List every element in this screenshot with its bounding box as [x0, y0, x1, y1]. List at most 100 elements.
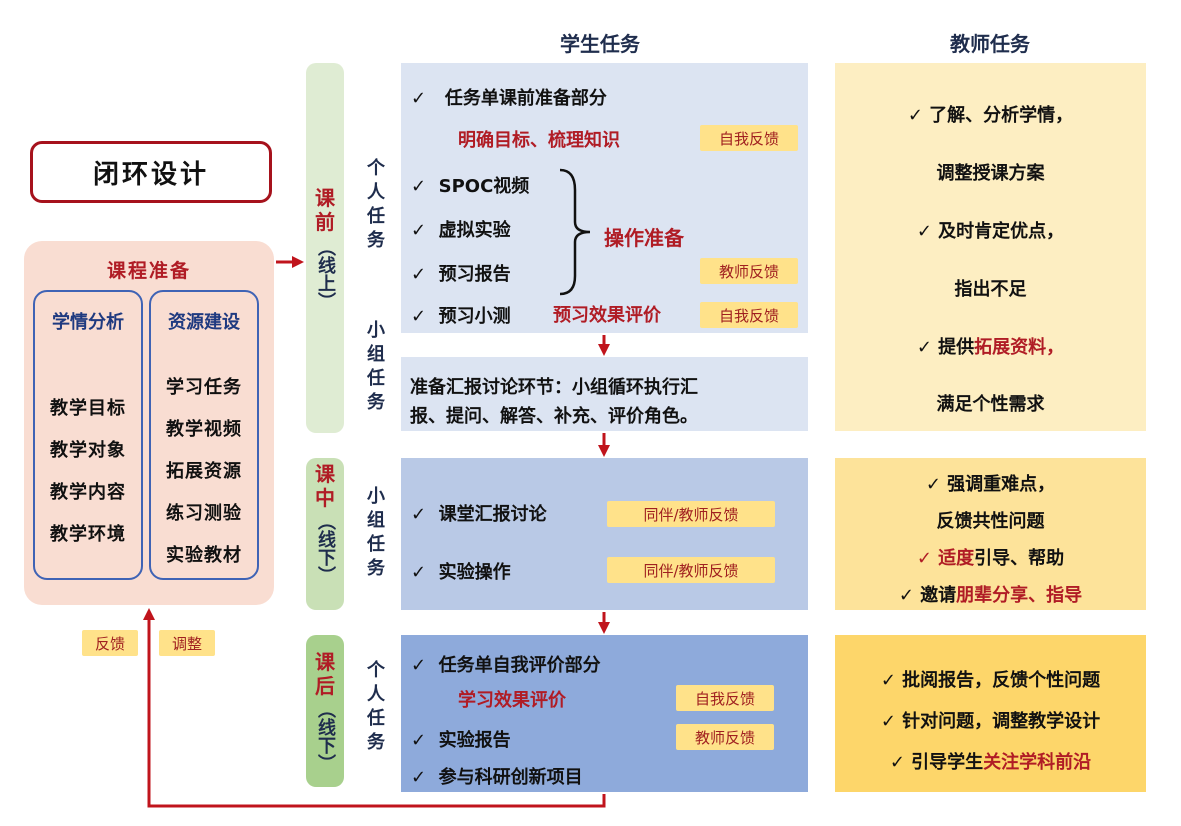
student-tasks-header: 学生任务 — [560, 32, 640, 56]
pre-stage-name-1: 课 — [315, 186, 335, 210]
course-preparation-title: 课程准备 — [106, 260, 191, 282]
pre-item-quiz: ✓ 预习小测 — [411, 302, 511, 328]
in-stage-name-1: 课 — [315, 462, 335, 486]
check-icon: ✓ — [411, 88, 427, 109]
learning-analysis-head: 学情分析 — [52, 312, 124, 333]
in-stage-mode: （线下） — [315, 512, 336, 584]
pre-self-feedback-tag-2: 自我反馈 — [700, 302, 798, 328]
pre-item-virtual: ✓ 虚拟实验 — [411, 216, 511, 242]
teacher-pre-personal-needs: 满足个性需求 — [936, 394, 1045, 415]
prep-right-item: 拓展资源 — [166, 461, 242, 482]
resource-building-column — [149, 290, 259, 580]
pre-stage-name-2: 前 — [315, 210, 335, 234]
in-class-student-panel — [401, 458, 808, 610]
pre-group-line-1: 准备汇报讨论环节：小组循环执行汇 — [410, 377, 698, 398]
in-stage-name-2: 中 — [315, 486, 335, 510]
in-peer-teacher-feedback-tag-1: 同伴/教师反馈 — [607, 501, 775, 527]
teacher-in-line-4: ✓ 邀请朋辈分享、指导 — [835, 581, 1146, 607]
teacher-in-moderate: ✓ 适度 — [916, 548, 975, 569]
prep-left-item: 教学内容 — [50, 482, 126, 503]
teacher-pre-extended-resources: 拓展资料， — [974, 337, 1065, 358]
post-class-student-panel — [401, 635, 808, 792]
post-item-research: ✓ 参与科研创新项目 — [411, 763, 583, 789]
post-stage-mode: （线下） — [315, 700, 336, 772]
teacher-in-panel — [835, 458, 1146, 610]
check-icon: ✓ — [411, 562, 427, 583]
post-teacher-feedback-tag: 教师反馈 — [676, 724, 774, 750]
resource-building-head: 资源建设 — [168, 312, 240, 333]
teacher-post-line: ✓ 批阅报告，反馈个性问题 — [880, 670, 1101, 691]
research-project-text: 参与科研创新项目 — [438, 767, 583, 788]
prep-left-item: 教学对象 — [50, 440, 126, 461]
preview-quiz-text: 预习小测 — [438, 306, 511, 327]
virtual-experiment-text: 虚拟实验 — [438, 220, 511, 241]
teacher-in-guide: 引导、帮助 — [974, 548, 1065, 569]
teacher-pre-line: ✓ 了解、分析学情， — [907, 105, 1074, 126]
prep-right-item: 学习任务 — [166, 377, 242, 398]
pre-self-feedback-tag: 自我反馈 — [700, 125, 798, 151]
pre-group-line-2: 报、提问、解答、补充、评价角色。 — [410, 406, 698, 427]
post-class-stage — [306, 635, 344, 787]
preview-eval-text: 预习效果评价 — [553, 305, 661, 326]
teacher-in-line-3: ✓ 适度引导、帮助 — [835, 544, 1146, 570]
pre-class-group-panel — [401, 357, 808, 431]
operation-prep-brace — [559, 168, 591, 296]
experiment-operation-text: 实验操作 — [438, 562, 511, 583]
loop-feedback-tag: 反馈 — [82, 630, 138, 656]
post-stage-name-2: 后 — [315, 674, 335, 698]
teacher-post-line-3: ✓ 引导学生关注学科前沿 — [835, 748, 1146, 774]
pre-item-spoc: ✓ SPOC视频 — [411, 172, 529, 198]
teacher-in-invite: ✓ 邀请 — [898, 585, 957, 606]
experiment-report-text: 实验报告 — [438, 730, 511, 751]
teacher-pre-provide: ✓ 提供 — [916, 337, 975, 358]
prep-left-item: 教学目标 — [50, 398, 126, 419]
pre-item-report: ✓ 预习报告 — [411, 260, 511, 286]
teacher-pre-line: 调整授课方案 — [936, 163, 1045, 184]
prep-right-item: 练习测验 — [166, 503, 242, 524]
teacher-pre-line-5: ✓ 提供拓展资料， — [835, 333, 1146, 359]
teacher-pre-line: 指出不足 — [954, 279, 1027, 300]
teacher-post-line: ✓ 针对问题，调整教学设计 — [880, 711, 1101, 732]
loop-adjust-tag: 调整 — [159, 630, 215, 656]
in-class-stage — [306, 458, 344, 610]
learning-analysis-column — [33, 290, 143, 580]
post-individual-task-label: 个人任务 — [364, 660, 385, 756]
teacher-post-frontier: 关注学科前沿 — [983, 752, 1092, 773]
preview-report-text: 预习报告 — [438, 264, 511, 285]
learning-eval-text: 学习效果评价 — [458, 690, 566, 711]
check-icon: ✓ — [411, 730, 427, 751]
post-item-1-text: 任务单自我评价部分 — [438, 655, 601, 676]
pre-teacher-feedback-tag: 教师反馈 — [700, 258, 798, 284]
teacher-post-guide: ✓ 引导学生 — [889, 752, 984, 773]
in-item-experiment: ✓ 实验操作 — [411, 558, 511, 584]
feedback-loop-arrow — [143, 608, 606, 808]
class-report-discussion-text: 课堂汇报讨论 — [438, 504, 547, 525]
post-self-feedback-tag: 自我反馈 — [676, 685, 774, 711]
teacher-tasks-header: 教师任务 — [950, 32, 1030, 56]
check-icon: ✓ — [411, 306, 427, 327]
in-peer-teacher-feedback-tag-2: 同伴/教师反馈 — [607, 557, 775, 583]
in-group-task-label: 小组任务 — [364, 486, 385, 582]
spoc-video-text: SPOC视频 — [438, 176, 530, 197]
pre-item-prep-section: ✓ 任务单课前准备部分 — [411, 84, 607, 110]
post-item-report: ✓ 实验报告 — [411, 726, 511, 752]
pre-goal-text: 明确目标、梳理知识 — [458, 130, 620, 151]
in-item-discussion: ✓ 课堂汇报讨论 — [411, 500, 547, 526]
check-icon: ✓ — [411, 176, 427, 197]
prep-right-item: 教学视频 — [166, 419, 242, 440]
operation-prep-text: 操作准备 — [604, 226, 684, 250]
teacher-in-peer-sharing: 朋辈分享、指导 — [956, 585, 1083, 606]
teacher-in-line: ✓ 强调重难点， — [925, 474, 1056, 495]
post-item-self-eval: ✓ 任务单自我评价部分 — [411, 651, 601, 677]
check-icon: ✓ — [411, 767, 427, 788]
closed-loop-title: 闭环设计 — [30, 141, 272, 203]
teacher-post-panel — [835, 635, 1146, 792]
post-stage-name-1: 课 — [315, 650, 335, 674]
check-icon: ✓ — [411, 655, 427, 676]
check-icon: ✓ — [411, 264, 427, 285]
check-icon: ✓ — [411, 504, 427, 525]
prep-right-item: 实验教材 — [166, 545, 242, 566]
teacher-pre-panel — [835, 63, 1146, 431]
pre-class-student-panel — [401, 63, 808, 333]
